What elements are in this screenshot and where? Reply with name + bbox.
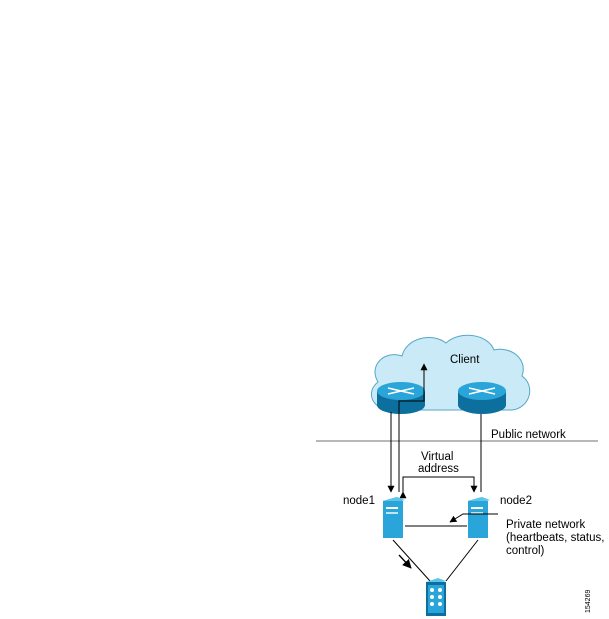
client-label: Client (450, 354, 480, 366)
private-network-label-2: (heartbeats, status, (506, 532, 604, 544)
router-right-icon (458, 382, 506, 414)
private-network-label-1: Private network (506, 519, 586, 531)
node2-to-storage-link (445, 539, 479, 582)
node2-server-icon (468, 497, 490, 538)
client-return-path (398, 363, 428, 492)
private-network-pointer (449, 513, 498, 523)
node1-server-icon (383, 497, 405, 538)
node2-label: node2 (500, 495, 532, 507)
private-network-label-3: control) (506, 545, 545, 557)
storage-access-arrow (398, 554, 412, 569)
router-left-icon (377, 382, 425, 414)
public-network-label: Public network (491, 429, 566, 441)
shared-storage-icon (426, 578, 446, 616)
virtual-address-label-2: address (418, 463, 459, 475)
node1-to-storage-link (392, 539, 431, 582)
figure-id: 154269 (585, 590, 592, 613)
node1-label: node1 (343, 495, 375, 507)
virtual-address-label-1: Virtual (421, 451, 453, 463)
virtual-address-bracket (399, 476, 478, 499)
